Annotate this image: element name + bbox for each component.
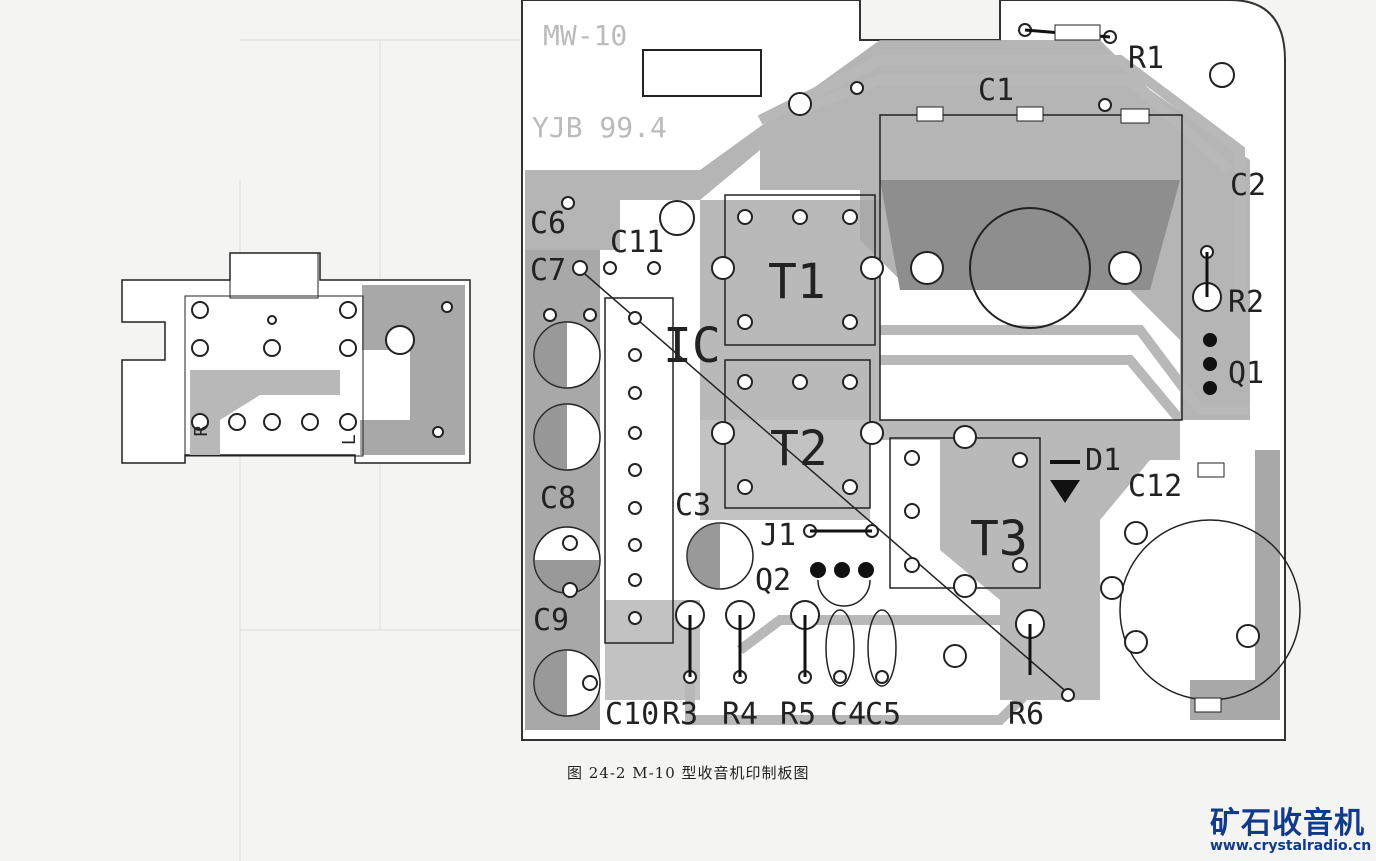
small-board: R L	[121, 252, 471, 464]
label-r2: R2	[1228, 285, 1264, 320]
label-c11: C11	[610, 225, 664, 260]
label-c3: C3	[675, 488, 711, 523]
version-label: YJB 99.4	[532, 111, 667, 144]
label-r4: R4	[722, 697, 758, 732]
label-c7: C7	[530, 253, 566, 288]
model-label: MW-10	[543, 19, 627, 52]
label-r5: R5	[780, 697, 816, 732]
smd-pads	[916, 24, 1225, 713]
watermark-logo: 矿石收音机	[1210, 806, 1365, 841]
label-r6: R6	[1008, 697, 1044, 732]
label-c9: C9	[533, 603, 569, 638]
label-c5: C5	[865, 697, 901, 732]
label-c10: C10	[605, 697, 659, 732]
label-q1: Q1	[1228, 356, 1264, 391]
capacitor-hatch	[534, 322, 720, 716]
label-r3: R3	[662, 697, 698, 732]
label-t3: T3	[970, 511, 1028, 567]
figure-caption: 图 24-2 M-10 型收音机印制板图	[567, 764, 810, 782]
label-c12: C12	[1128, 469, 1182, 504]
label-c1: C1	[978, 73, 1014, 108]
label-c8: C8	[540, 481, 576, 516]
watermark-url: www.crystalradio.cn	[1210, 838, 1372, 854]
label-r1: R1	[1128, 41, 1164, 76]
label-q2: Q2	[755, 563, 791, 598]
label-d1: D1	[1085, 443, 1121, 478]
thin-traces	[685, 55, 1250, 725]
transistor-pads	[810, 333, 1217, 578]
label-ic: IC	[663, 318, 721, 374]
label-c2: C2	[1230, 168, 1266, 203]
label-t1: T1	[768, 254, 826, 310]
pads	[543, 23, 1260, 702]
label-t2: T2	[770, 421, 828, 477]
small-board-label-l: L	[339, 435, 360, 445]
small-board-label-r: R	[191, 424, 212, 437]
label-j1: J1	[760, 518, 796, 553]
label-c4: C4	[830, 697, 866, 732]
label-c6: C6	[530, 206, 566, 241]
